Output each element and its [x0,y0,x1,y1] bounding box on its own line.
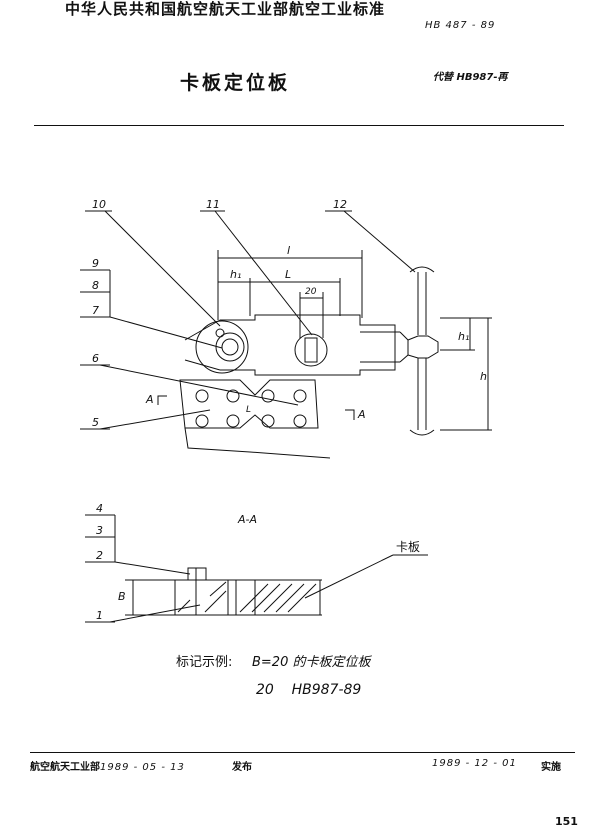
callout-3: 3 [96,524,103,537]
callout-1: 1 [96,609,103,622]
section-marker-left: A [145,393,154,406]
section-marker-right: A [357,408,366,421]
footer-issuer: 航空航天工业部1989 - 05 - 13 [30,762,185,773]
dim-h: h [480,370,487,383]
callout-8: 8 [92,279,99,292]
callout-12-leader [343,210,416,273]
callout-10: 10 [92,198,106,211]
callout-12: 12 [333,198,347,211]
dim-small-l: L [246,405,251,415]
marking-label: 标记示例: [176,655,232,670]
callout-2: 2 [96,549,103,562]
dim-h1-right: h₁ [458,330,469,343]
dim-b: B [118,590,126,603]
marking-code: 20 HB987-89 [256,682,361,698]
bottom-rule [30,752,575,753]
clamp-label: 卡板 [396,540,420,554]
dim-l-total: l [287,244,290,257]
callout-5: 5 [92,416,99,429]
callout-6: 6 [92,352,99,365]
callout-10-leader [104,210,221,327]
dim-h1: h₁ [230,268,241,281]
callout-4: 4 [96,502,103,515]
section-title: A-A [237,513,257,526]
replaces-note: 代替 HB987-再 [433,72,508,83]
dim-20: 20 [305,287,317,297]
standard-code: HB 487 - 89 [425,20,496,31]
callout-9: 9 [92,257,99,270]
dim-l: L [285,268,291,281]
footer-implement: 实施 [541,762,561,773]
footer-implement-date: 1989 - 12 - 01 [432,758,517,769]
callout-11-leader [214,210,313,336]
top-rule [34,125,564,126]
callout-7: 7 [92,304,99,317]
page-title: 卡板定位板 [180,72,291,94]
footer-release: 发布 [232,762,252,773]
callout-11: 11 [206,198,220,211]
standard-org-title: 中华人民共和国航空航天工业部航空工业标准 [65,0,386,18]
marking-text: B=20 的卡板定位板 [252,654,372,670]
page-number: 151 [555,815,578,828]
